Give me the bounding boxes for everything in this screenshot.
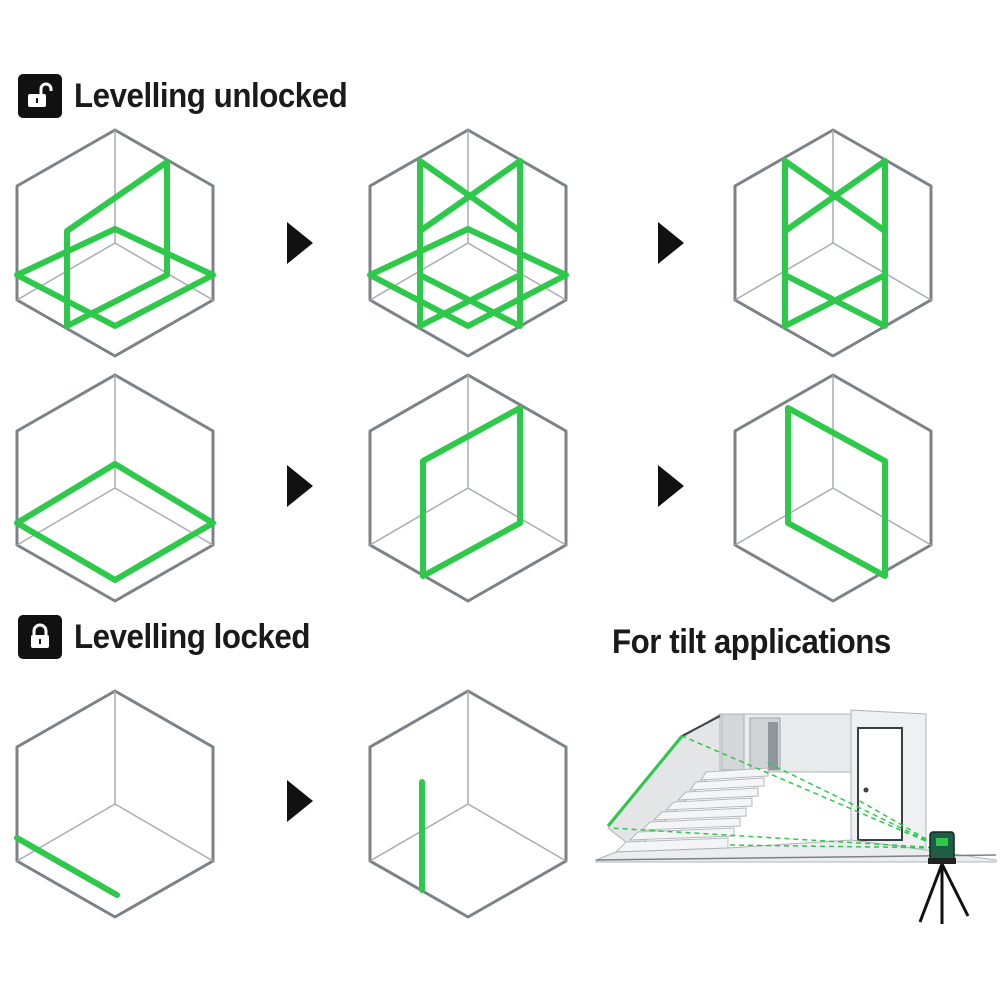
locked-padlock-icon (18, 615, 62, 659)
vertical-laser-plane (785, 405, 888, 579)
vertical-laser-plane-b (782, 158, 888, 329)
heading-levelling-locked: Levelling locked (18, 615, 331, 659)
play-triangle-icon (287, 780, 313, 822)
heading-levelling-unlocked: Levelling unlocked (18, 74, 371, 118)
cube-diagram-unlocked-1 (14, 128, 216, 358)
heading-for-tilt-applications: For tilt applications (612, 623, 891, 661)
cube-diagram-unlocked-4 (14, 373, 216, 603)
horizontal-laser-line (367, 226, 569, 329)
unlocked-padlock-icon (18, 74, 62, 118)
play-triangle-icon (287, 465, 313, 507)
cube-diagram-unlocked-6 (733, 373, 933, 603)
cube-diagram-unlocked-2 (367, 128, 569, 358)
cube-diagram-unlocked-5 (368, 373, 568, 603)
vertical-laser-plane (420, 405, 523, 579)
laser-level-device (918, 831, 970, 924)
play-triangle-icon (658, 465, 684, 507)
cube-diagram-locked-2 (368, 689, 568, 919)
cube-diagram-unlocked-3 (733, 128, 933, 358)
heading-text: Levelling locked (74, 617, 311, 656)
heading-text: Levelling unlocked (74, 76, 348, 115)
horizontal-laser-line (14, 461, 216, 583)
tilted-laser-line (14, 835, 120, 898)
play-triangle-icon (658, 222, 684, 264)
vertical-laser-plane-b (417, 158, 523, 329)
cube-diagram-locked-1 (14, 689, 215, 919)
tilt-application-illustration (595, 709, 997, 924)
vertical-laser-plane (64, 159, 170, 329)
play-triangle-icon (287, 222, 313, 264)
horizontal-laser-line (14, 226, 216, 329)
